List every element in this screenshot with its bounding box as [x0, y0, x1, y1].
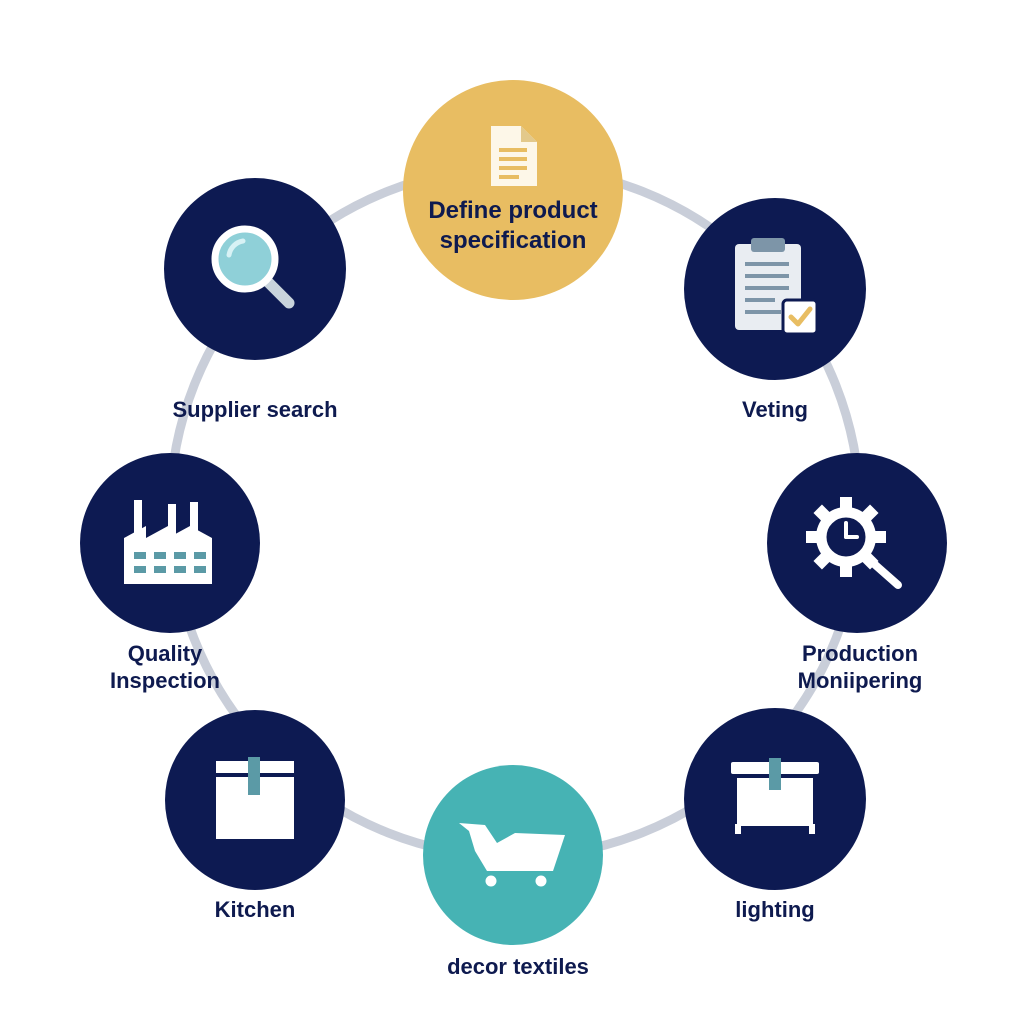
step-quality-inspection	[80, 453, 260, 633]
step-label-production-monitoring: Production Moniipering	[760, 640, 960, 694]
step-supplier-search	[164, 178, 346, 360]
step-production-monitoring	[767, 453, 947, 633]
factory-icon	[120, 498, 220, 588]
magnifier-icon	[205, 219, 305, 319]
step-label-define: Define product specification	[428, 197, 598, 254]
monitoring-line: Moniipering	[797, 668, 923, 693]
inspection-line: Inspection	[109, 668, 220, 693]
storage-box-icon	[725, 758, 825, 840]
step-label-quality-inspection: Quality Inspection	[70, 640, 260, 694]
step-define-product-specification: Define product specification	[403, 80, 623, 300]
step-vetting	[684, 198, 866, 380]
step-label-kitchen: Kitchen	[214, 897, 296, 922]
step-label-decor-textiles: decor textiles	[447, 954, 589, 979]
step-decor-textiles	[423, 765, 603, 945]
step-kitchen	[165, 710, 345, 890]
gear-clock-search-icon	[802, 493, 912, 593]
quality-line: Quality	[127, 641, 203, 666]
step-label-vetting: Veting	[741, 397, 808, 422]
step-label-lighting: lighting	[735, 897, 815, 922]
step-label-supplier-search: Supplier search	[172, 397, 338, 422]
clipboard-check-icon	[725, 234, 825, 344]
package-icon	[210, 755, 300, 845]
step-lighting	[684, 708, 866, 890]
document-icon	[485, 124, 541, 188]
production-line: Production	[801, 641, 919, 666]
cart-icon	[453, 815, 573, 895]
